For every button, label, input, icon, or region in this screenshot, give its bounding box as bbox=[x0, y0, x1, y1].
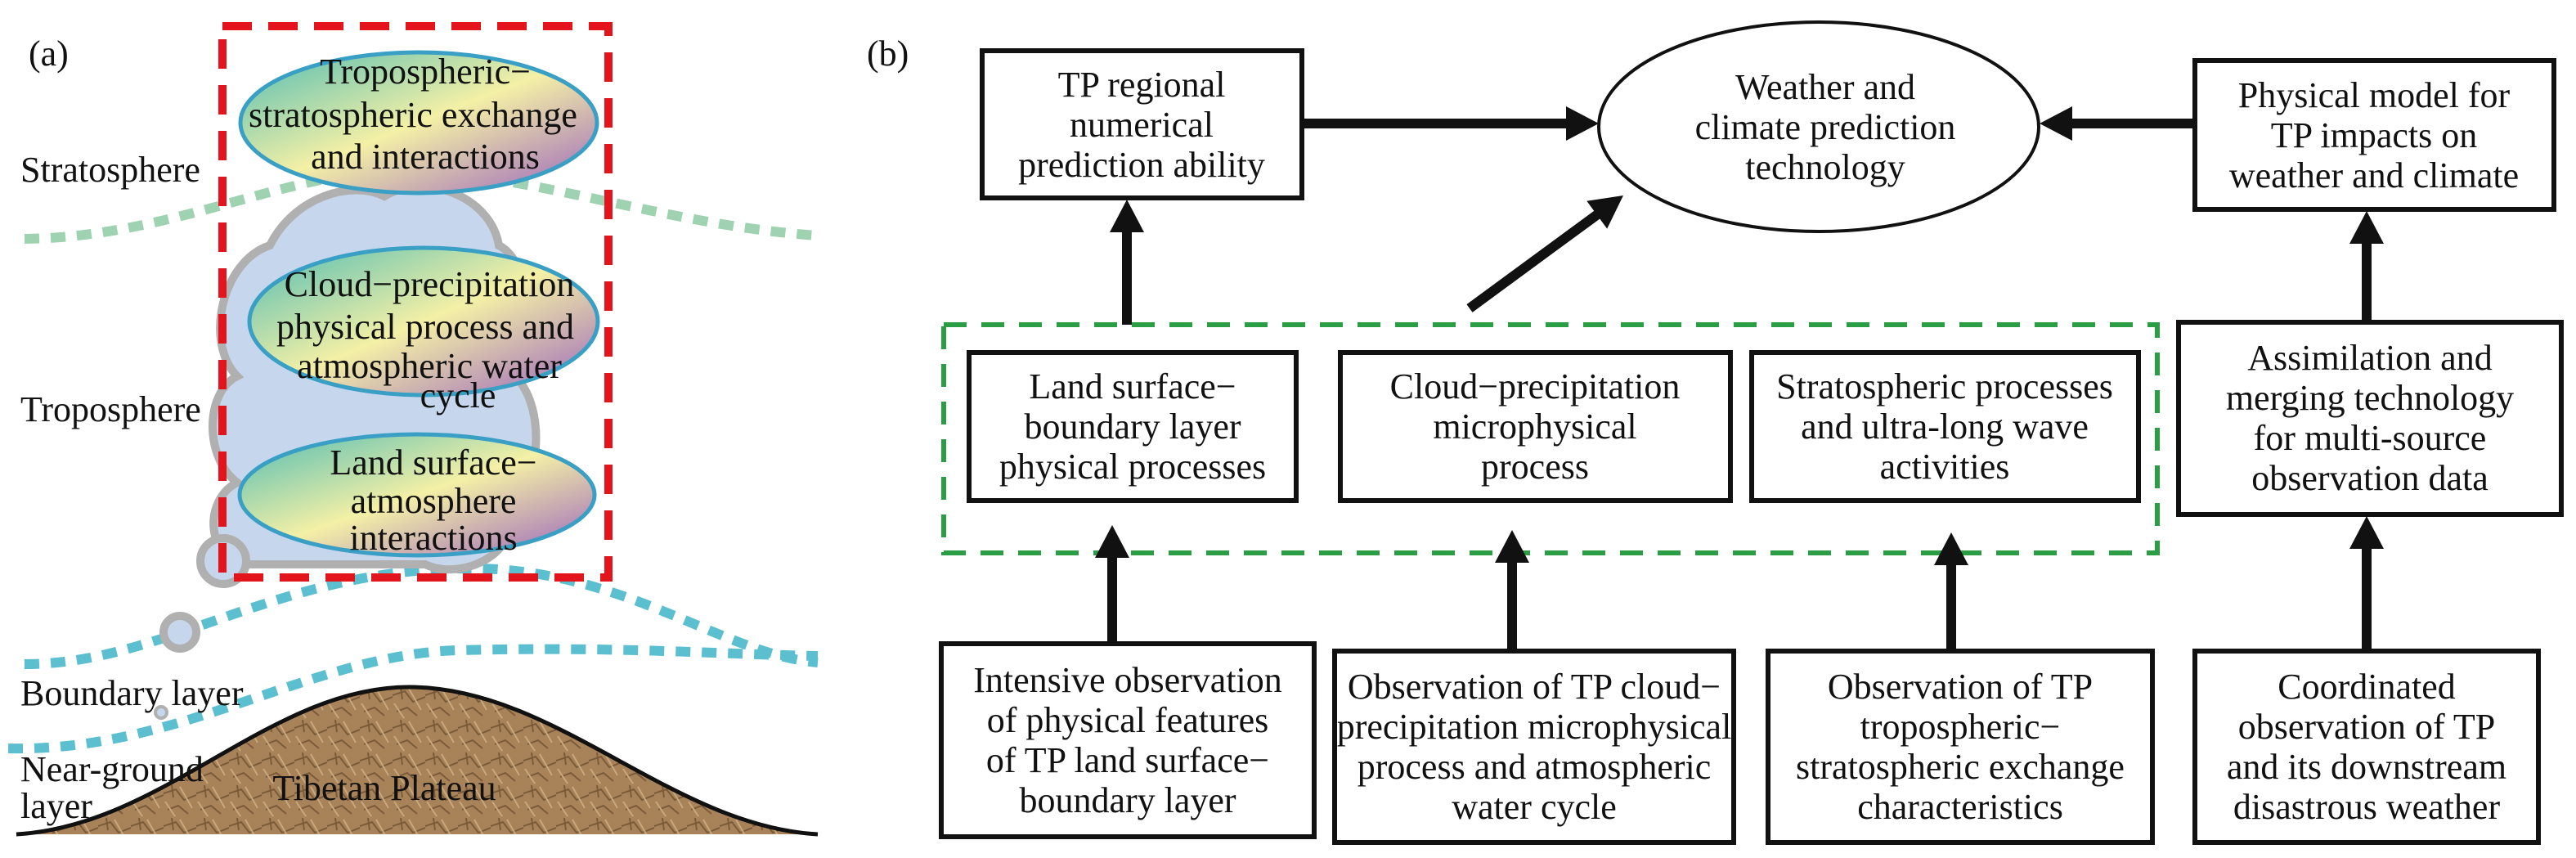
panel-a: (a) Tibetan Plateau Tropospheric−stratos… bbox=[7, 22, 819, 837]
arrow-obs-land-to-process bbox=[1095, 525, 1129, 644]
tibetan-plateau-mountain bbox=[16, 687, 818, 834]
stratosphere-boundary-line bbox=[24, 166, 819, 244]
arrow-assimilation-to-physical-model bbox=[2349, 211, 2384, 322]
arrow-processes-to-prediction bbox=[1466, 195, 1623, 312]
panel-b-label: (b) bbox=[867, 34, 909, 74]
stratosphere-label: Stratosphere bbox=[20, 150, 200, 190]
plateau-label: Tibetan Plateau bbox=[272, 768, 496, 808]
boundary-layer-label: Boundary layer bbox=[20, 673, 244, 713]
arrow-obs-cloud-to-process bbox=[1495, 530, 1529, 651]
process-group-box bbox=[941, 322, 2160, 555]
observation-box-cloud-precipitation: Observation of TP cloud−precipitation mi… bbox=[1332, 649, 1736, 845]
arrows bbox=[1095, 106, 2384, 651]
svg-text:Observation of TP cloud−precip: Observation of TP cloud−precipitation mi… bbox=[1337, 667, 1732, 827]
arrow-obs-strat-to-process bbox=[1934, 532, 1968, 651]
boundary-layer-bottom-line bbox=[7, 644, 819, 754]
arrow-tp-to-prediction bbox=[1302, 106, 1599, 141]
highlight-box bbox=[218, 22, 613, 582]
ground-line bbox=[16, 685, 819, 837]
troposphere-label: Troposphere bbox=[20, 389, 201, 429]
panel-a-label: (a) bbox=[29, 34, 69, 74]
arrow-physical-model-to-prediction bbox=[2040, 106, 2195, 141]
arrow-obs-coordinated-to-assimilation bbox=[2349, 516, 2384, 651]
arrow-processes-to-tp-regional bbox=[1110, 200, 1144, 325]
